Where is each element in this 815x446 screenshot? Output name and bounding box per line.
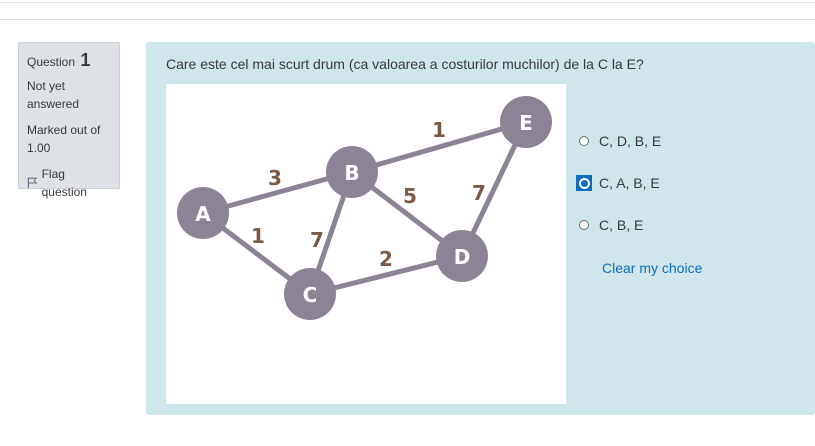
question-text: Care este cel mai scurt drum (ca valoare…: [166, 56, 644, 72]
answer-radio-3[interactable]: [579, 220, 589, 230]
flag-question-link[interactable]: Flag question: [27, 165, 111, 201]
edge-weight-B-D: 5: [403, 184, 417, 208]
node-label-E: E: [519, 111, 533, 135]
edge-weight-B-E: 1: [432, 118, 446, 142]
node-label-B: B: [344, 161, 359, 185]
edge-weight-A-B: 3: [268, 166, 282, 190]
flag-icon: [27, 177, 38, 189]
header-divider: [0, 19, 815, 20]
answer-radio-1[interactable]: [579, 136, 589, 146]
top-divider: [0, 2, 815, 3]
node-label-C: C: [303, 283, 318, 307]
graph-svg: 3 1 7 5 1 2 7 A B C D E: [177, 96, 552, 320]
edge-B-E: [351, 119, 527, 175]
node-A: [177, 187, 229, 239]
question-number-value: 1: [80, 50, 91, 70]
node-label-D: D: [454, 245, 471, 269]
graph-figure: 3 1 7 5 1 2 7 A B C D E: [166, 84, 566, 404]
node-D: [436, 230, 488, 282]
answer-option-2[interactable]: C, A, B, E: [576, 175, 660, 191]
question-info-panel: Question 1 Not yet answered Marked out o…: [18, 42, 120, 199]
edge-weight-B-C: 7: [310, 228, 324, 252]
question-number: Question 1: [27, 51, 111, 71]
answer-label-3: C, B, E: [599, 217, 644, 233]
answer-label-1: C, D, B, E: [599, 133, 662, 149]
edge-weight-C-D: 2: [379, 247, 393, 271]
answer-label-2: C, A, B, E: [599, 175, 660, 191]
question-grade: Marked out of 1.00: [27, 123, 101, 155]
edge-weight-A-C: 1: [251, 224, 265, 248]
answer-option-3[interactable]: C, B, E: [579, 217, 643, 233]
clear-my-choice-link[interactable]: Clear my choice: [602, 260, 703, 276]
node-B: [326, 146, 378, 198]
node-C: [284, 268, 336, 320]
question-label: Question: [27, 55, 76, 69]
node-E: [500, 96, 552, 148]
edge-weight-D-E: 7: [472, 181, 486, 205]
question-state: Not yet answered: [27, 79, 80, 111]
answer-radio-2[interactable]: [578, 177, 590, 189]
edge-C-D: [309, 253, 463, 297]
answer-option-1[interactable]: C, D, B, E: [579, 133, 661, 149]
node-label-A: A: [195, 202, 211, 226]
question-content: Care este cel mai scurt drum (ca valoare…: [146, 42, 815, 415]
flag-question-label: Flag question: [41, 167, 87, 199]
